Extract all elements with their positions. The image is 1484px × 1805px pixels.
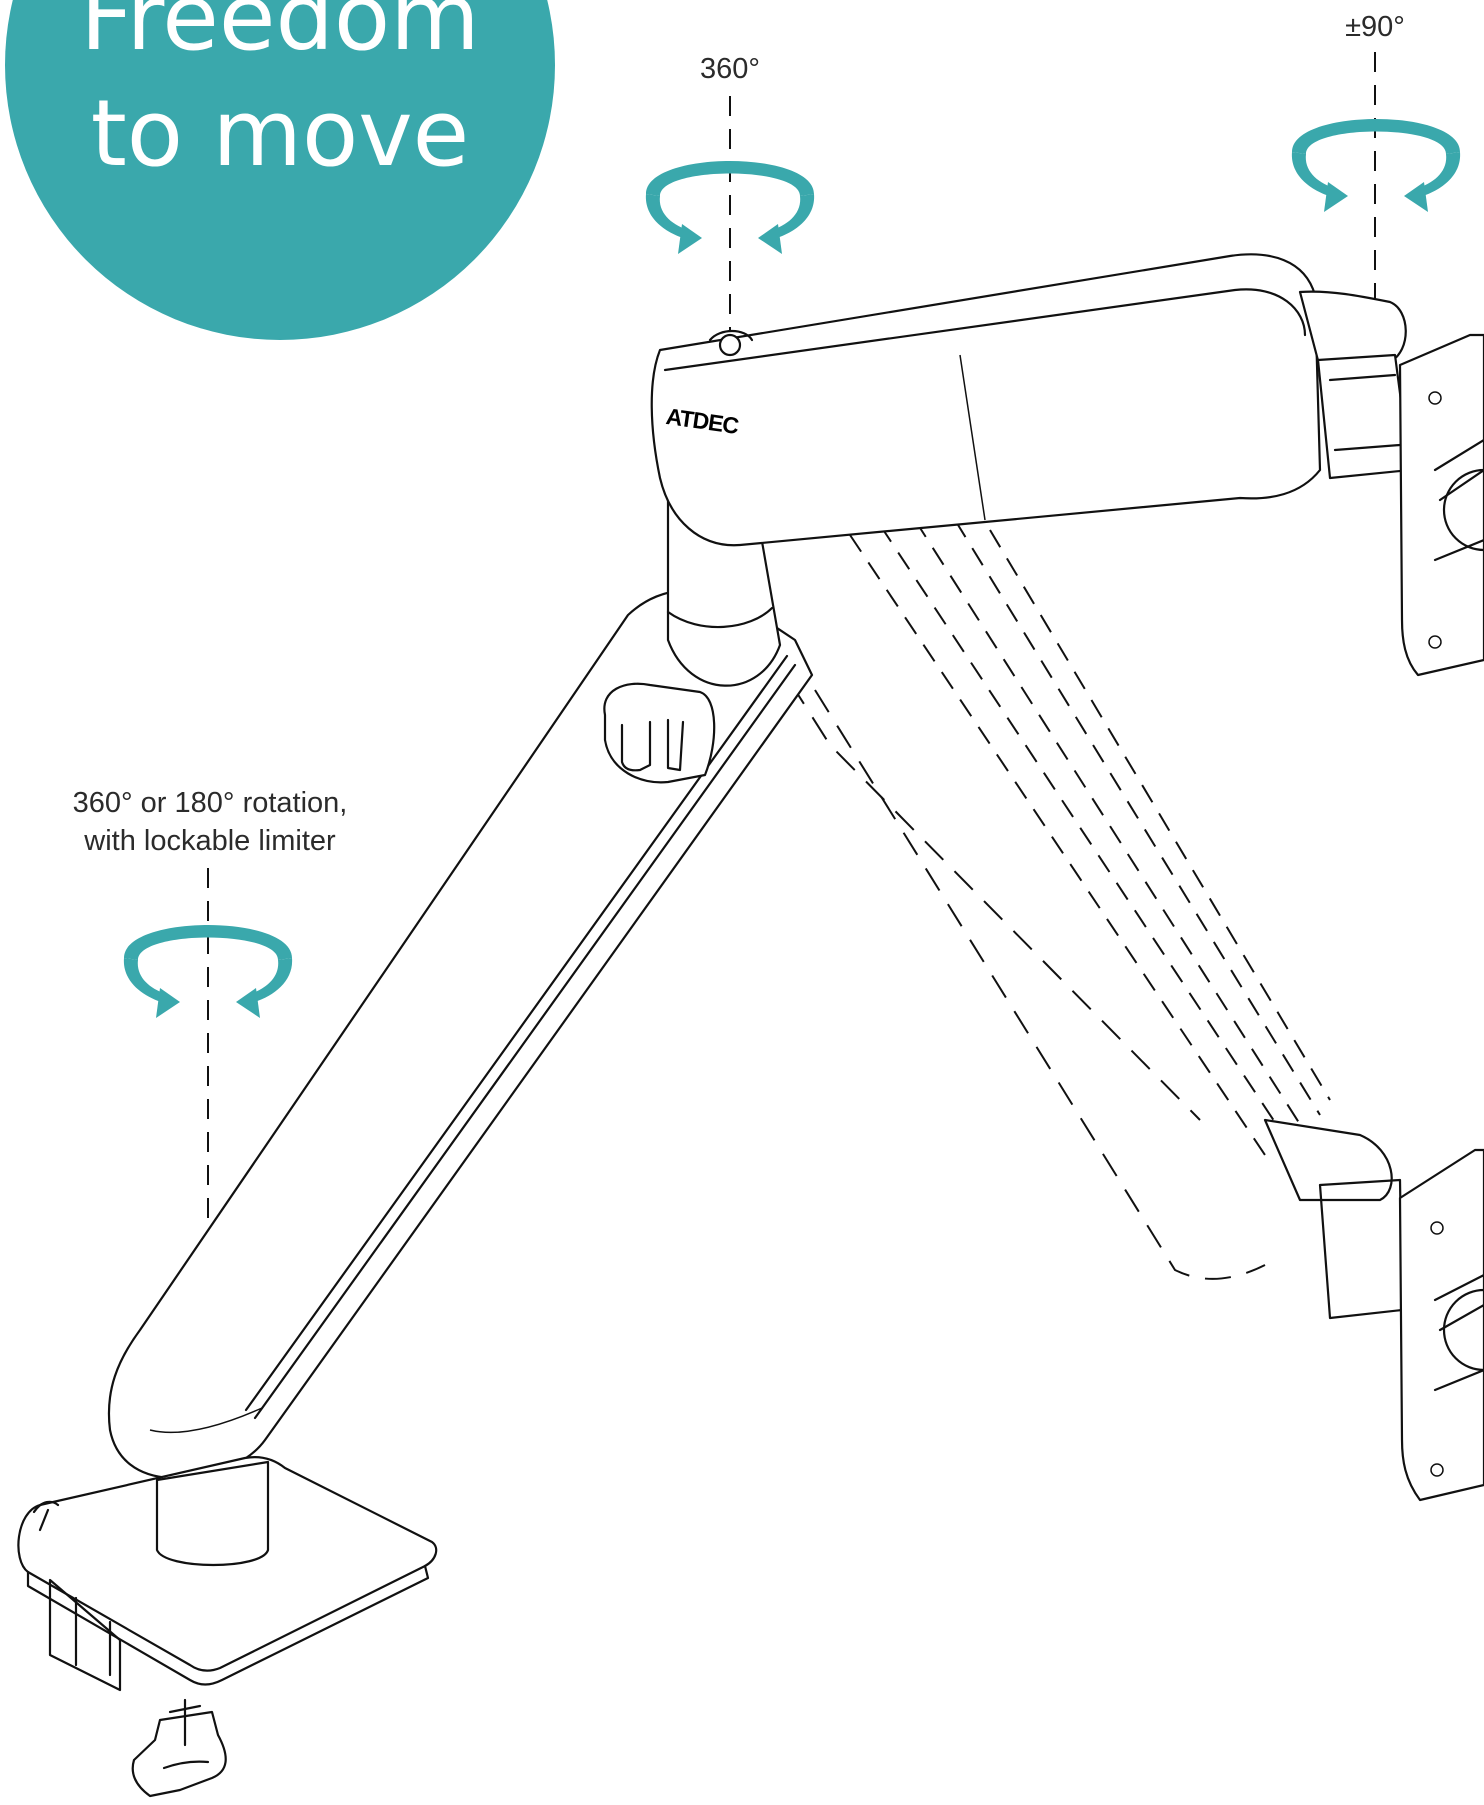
ghost-arm-dashed	[699, 519, 1331, 1280]
upper-arm	[650, 253, 1412, 547]
badge-line-2: to move	[90, 80, 470, 187]
freedom-badge	[5, 0, 555, 340]
base-rotation-label: 360° or 180° rotation, with lockable lim…	[20, 784, 400, 860]
badge-line-1: Freedom	[80, 0, 480, 71]
tilt-label: ±90°	[1345, 11, 1405, 43]
monitor-plate-lower	[1263, 1118, 1484, 1502]
badge-title: Freedom to move	[0, 0, 560, 192]
monitor-plate-upper	[1398, 333, 1484, 677]
base-rotation-line-1: 360° or 180° rotation,	[72, 787, 348, 819]
desk-clamp-base	[17, 1456, 438, 1798]
top-pivot-label: 360°	[700, 53, 760, 85]
lower-arm	[107, 589, 814, 1480]
base-rotation-line-2: with lockable limiter	[84, 825, 336, 857]
